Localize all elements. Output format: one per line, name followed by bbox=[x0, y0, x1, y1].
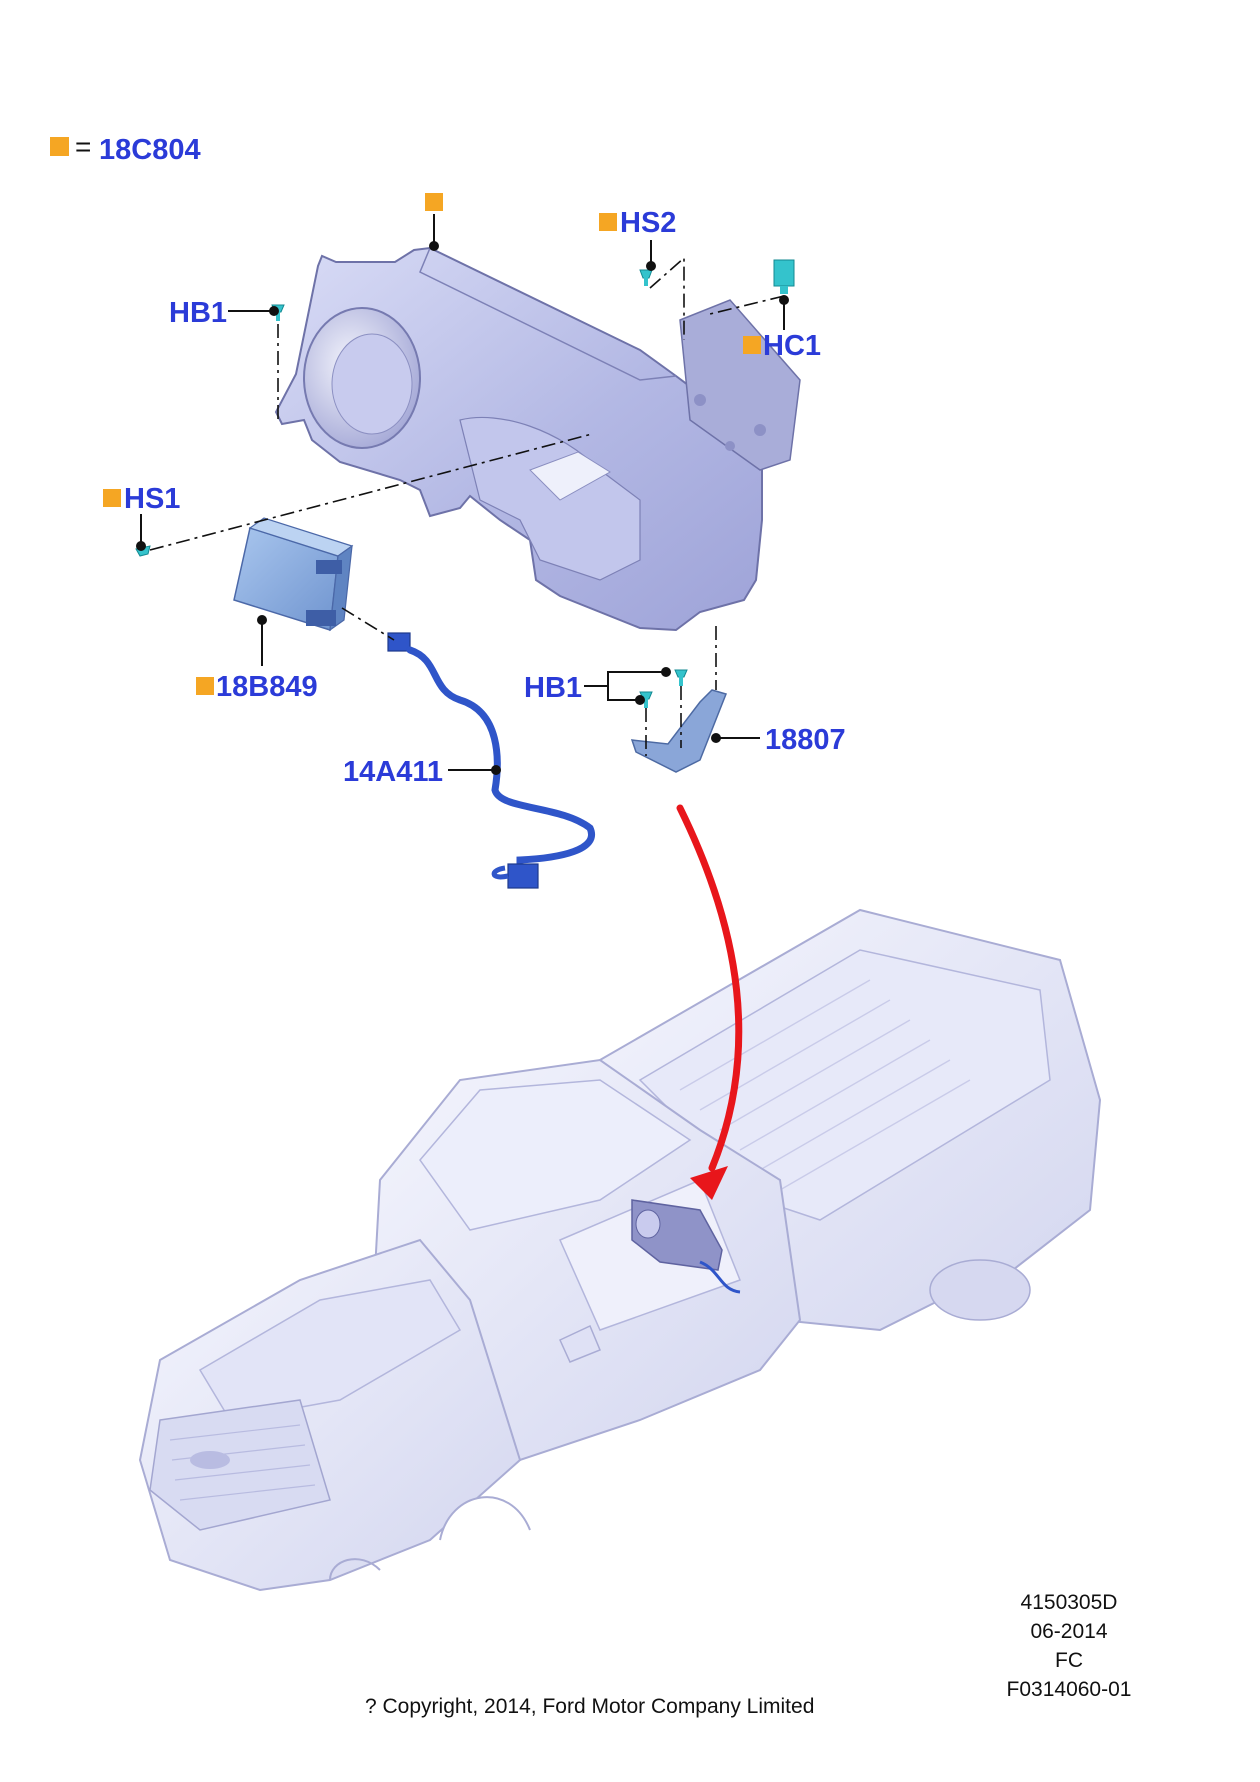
footer: 4150305D 06-2014 FC F0314060-01 ? Copyri… bbox=[365, 1591, 1131, 1718]
orange-square-marker bbox=[743, 336, 761, 354]
callout-bracket: 18807 bbox=[765, 724, 846, 756]
alignment-lines bbox=[149, 256, 785, 756]
footer-ref: 4150305D bbox=[1021, 1591, 1118, 1614]
support-bracket bbox=[630, 689, 728, 773]
callout-hb1-top: HB1 bbox=[169, 297, 227, 329]
fastener-icon bbox=[674, 669, 688, 686]
footer-figure: F0314060-01 bbox=[1007, 1678, 1132, 1701]
wiring-harness bbox=[387, 632, 595, 889]
red-arrow bbox=[676, 804, 743, 1200]
legend: = 18C804 bbox=[50, 131, 201, 166]
orange-square-marker bbox=[103, 489, 121, 507]
fastener-icon bbox=[639, 269, 653, 286]
copyright-text: ? Copyright, 2014, Ford Motor Company Li… bbox=[365, 1695, 814, 1718]
callout-module: 18B849 bbox=[216, 671, 318, 703]
callout-labels: HB1 HS2 HC1 HS1 18B849 HB1 18807 14A411 bbox=[124, 207, 846, 788]
legend-code: 18C804 bbox=[99, 134, 201, 166]
orange-square-marker bbox=[599, 213, 617, 231]
callout-hb1-bottom: HB1 bbox=[524, 672, 582, 704]
orange-square-marker bbox=[196, 677, 214, 695]
amplifier-module bbox=[233, 517, 354, 632]
harness-connector bbox=[387, 632, 411, 652]
legend-equals: = bbox=[75, 131, 91, 162]
hc1-clip bbox=[773, 259, 795, 294]
callout-hs2: HS2 bbox=[620, 207, 676, 239]
orange-square-marker bbox=[50, 137, 69, 156]
orange-square-marker bbox=[425, 193, 443, 211]
leader-lines bbox=[103, 193, 789, 775]
footer-date: 06-2014 bbox=[1030, 1620, 1107, 1643]
callout-hs1: HS1 bbox=[124, 483, 180, 515]
footer-code: FC bbox=[1055, 1649, 1083, 1672]
pickup-truck bbox=[138, 908, 1102, 1592]
callout-hc1: HC1 bbox=[763, 330, 821, 362]
subwoofer-enclosure bbox=[274, 246, 801, 632]
callout-harness: 14A411 bbox=[343, 756, 443, 788]
